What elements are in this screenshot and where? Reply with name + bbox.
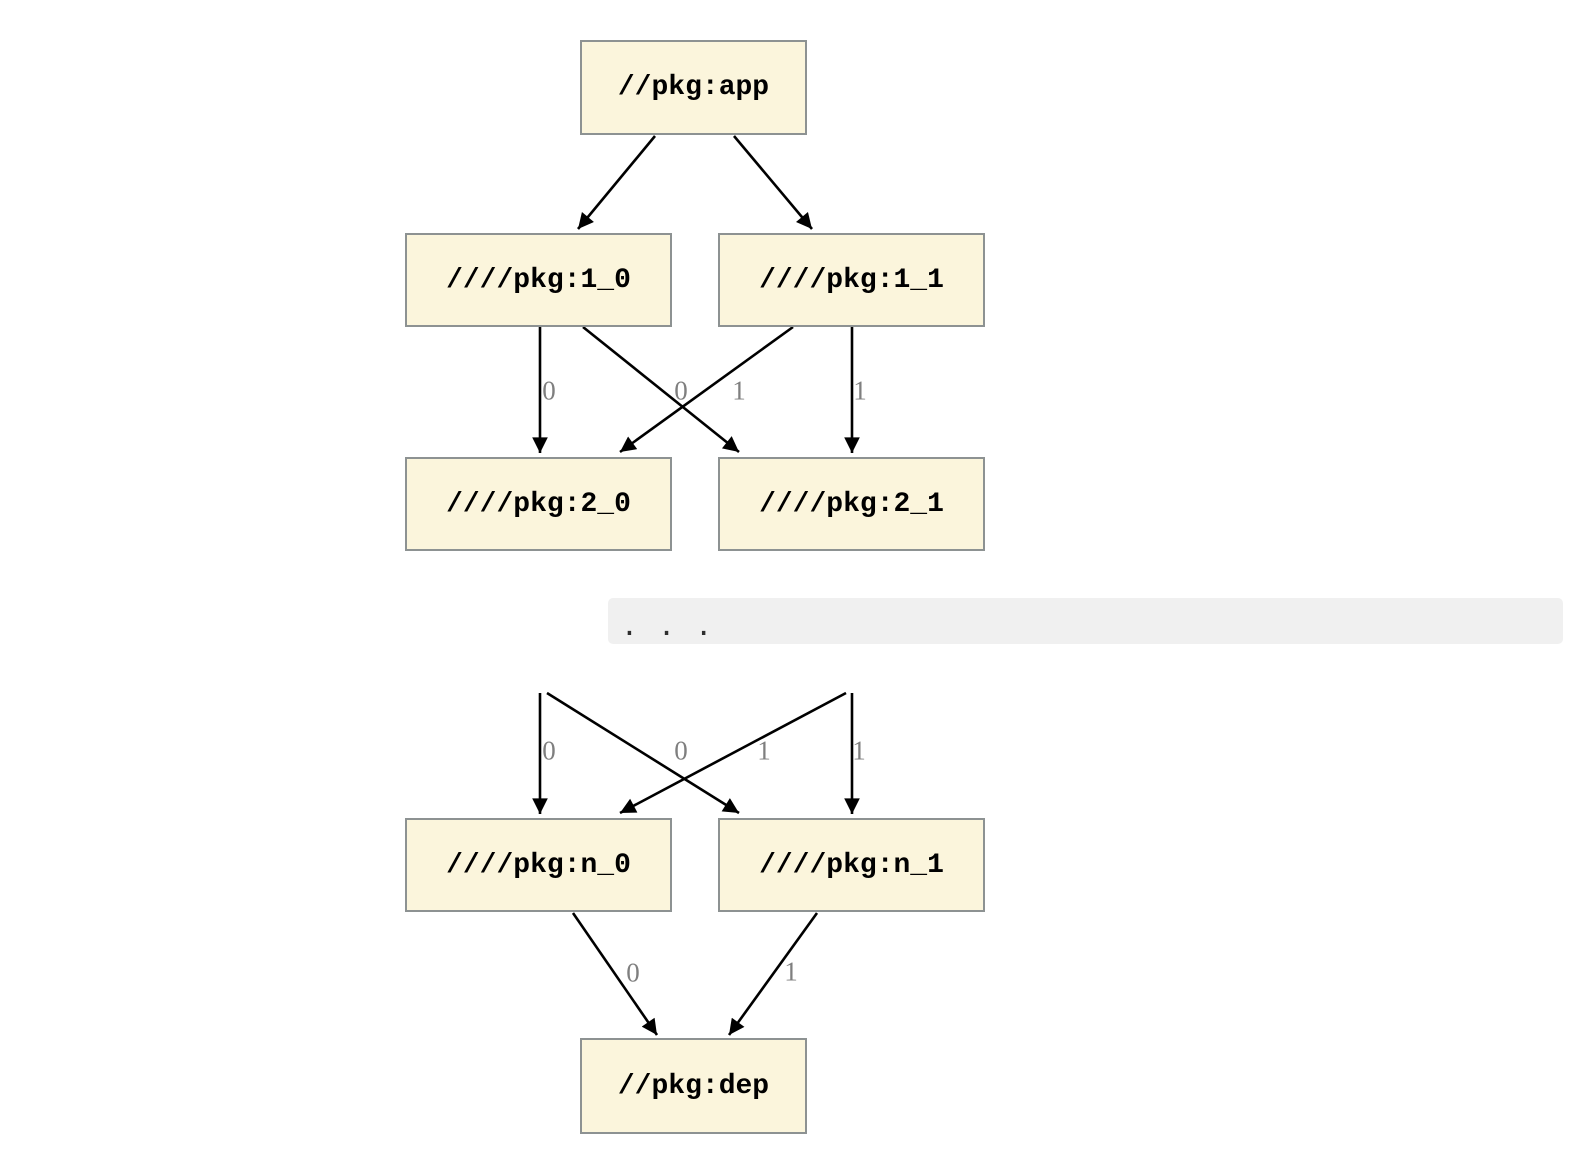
node-pkg-dep: //pkg:dep: [580, 1038, 807, 1134]
node-pkg-2_0: ////pkg:2_0: [405, 457, 672, 551]
edge-label-prev-n_1-cross: 1: [757, 735, 771, 766]
edge-label-prev-n_1-right: 1: [852, 735, 866, 766]
edge-app-to-1_1: [733, 135, 813, 230]
ellipsis-dots: . . .: [621, 608, 714, 642]
elided-layers-band: . . .: [608, 598, 1563, 644]
edge-1_1-to-2_0: [619, 325, 794, 454]
edge-app-to-1_0: [576, 135, 657, 230]
node-pkg-n_0: ////pkg:n_0: [405, 818, 672, 912]
node-pkg-app: //pkg:app: [580, 40, 807, 135]
node-pkg-n_1: ////pkg:n_1: [718, 818, 985, 912]
node-pkg-1_0: ////pkg:1_0: [405, 233, 672, 327]
edge-n_0-to-dep: [571, 912, 659, 1036]
node-pkg-1_1: ////pkg:1_1: [718, 233, 985, 327]
edge-label-prev-n_0-cross: 0: [674, 735, 688, 766]
edge-prev-to-n_1-cross: [546, 691, 740, 815]
edge-label-n_1-dep: 1: [784, 956, 798, 987]
edge-label-prev-n_0-left: 0: [542, 735, 556, 766]
node-pkg-2_1: ////pkg:2_1: [718, 457, 985, 551]
edge-label-1_1-2_0: 0: [674, 375, 688, 406]
edge-1_0-to-2_1: [582, 325, 740, 454]
edge-label-n_0-dep: 0: [626, 957, 640, 988]
edge-label-1_0-2_0: 0: [542, 375, 556, 406]
edge-n_1-to-dep: [727, 912, 819, 1036]
edge-prev-to-n_0-cross: [619, 691, 847, 815]
edge-label-1_1-2_1: 1: [853, 375, 867, 406]
edge-label-1_0-2_1: 1: [732, 375, 746, 406]
